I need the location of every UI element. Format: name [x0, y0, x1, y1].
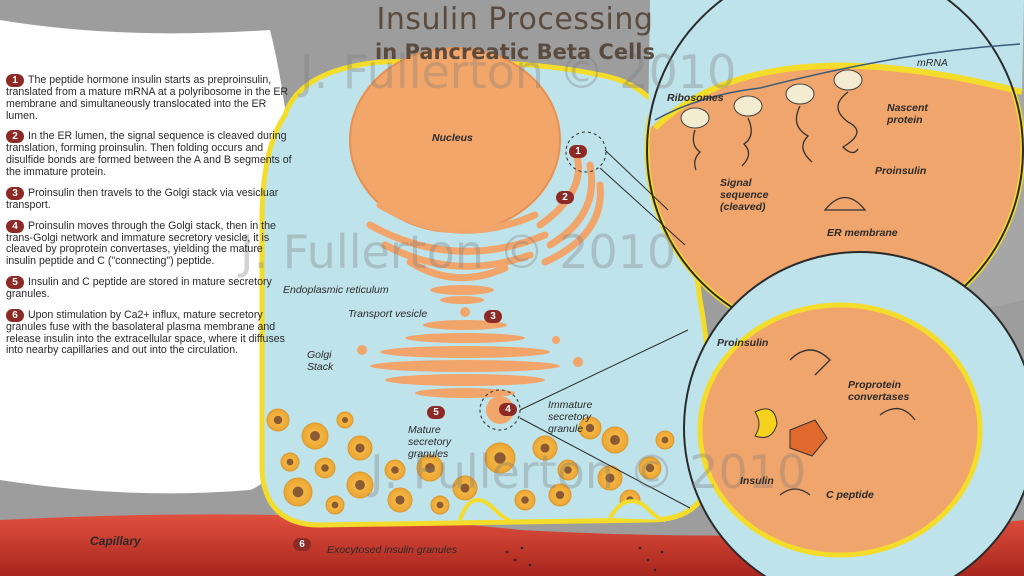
- granule-core: [521, 496, 529, 504]
- step-number: 2: [6, 130, 24, 144]
- granule-core: [425, 463, 435, 473]
- granule-core: [310, 431, 320, 441]
- step-number: 1: [6, 74, 24, 87]
- granule-core: [286, 458, 294, 466]
- label-nascent-1: Nascent: [887, 102, 928, 114]
- exocytosed-dots: [505, 546, 664, 572]
- watermark-bottom: J. Fullerton © 2010: [370, 445, 807, 499]
- label-signal-2: sequence: [720, 189, 769, 201]
- label-proinsulin-bottom: Proinsulin: [717, 337, 769, 349]
- label-er: Endoplasmic reticulum: [283, 284, 389, 296]
- transport-vesicle: [460, 307, 470, 317]
- mature-secretory-granules: [266, 408, 675, 515]
- badge-5: 5: [427, 406, 445, 419]
- label-nucleus: Nucleus: [432, 132, 473, 144]
- label-proinsulin-top: Proinsulin: [875, 165, 927, 177]
- granule-core: [661, 436, 669, 444]
- label-exocytosed: Exocytosed insulin granules: [327, 544, 458, 556]
- label-proprotein-1: Proprotein: [848, 379, 902, 391]
- label-mature-3: granules: [408, 448, 449, 460]
- granule-core: [540, 443, 550, 453]
- label-er-membrane: ER membrane: [827, 227, 898, 239]
- step-text: Insulin and C peptide are stored in matu…: [6, 275, 272, 300]
- page-title: Insulin Processing: [376, 2, 654, 37]
- ribosome-group: [654, 43, 1021, 129]
- watermark-middle: J. Fullerton © 2010: [240, 225, 677, 279]
- label-signal-3: (cleaved): [720, 201, 766, 213]
- granule-core: [564, 466, 572, 474]
- label-c-peptide: C peptide: [826, 489, 874, 501]
- left-text-panel: [0, 20, 300, 494]
- watermark-top: J. Fullerton © 2010: [300, 45, 737, 99]
- granule-core: [292, 486, 304, 498]
- granule-core: [341, 416, 349, 424]
- granule-core: [273, 415, 283, 425]
- granule-core: [605, 473, 615, 483]
- badge-1: 1: [569, 145, 587, 158]
- granule-core: [585, 423, 595, 433]
- label-insulin: Insulin: [740, 475, 774, 487]
- label-capillary: Capillary: [90, 534, 141, 548]
- step-number: 4: [6, 219, 24, 233]
- step-text: In the ER lumen, the signal sequence is …: [6, 130, 292, 178]
- page-subtitle: in Pancreatic Beta Cells: [375, 40, 655, 64]
- label-ribosomes: Ribosomes: [667, 92, 724, 104]
- label-signal-1: Signal: [720, 177, 752, 189]
- granule-core: [391, 466, 399, 474]
- badge-2: 2: [556, 191, 574, 204]
- granule-core: [555, 490, 565, 500]
- granule-core: [395, 495, 405, 505]
- label-proprotein-2: convertases: [848, 391, 910, 403]
- granule-core: [610, 435, 620, 445]
- granule-core: [355, 480, 365, 490]
- badge-4: 4: [499, 403, 517, 416]
- granule-core: [494, 452, 506, 464]
- label-immature-1: Immature: [548, 399, 593, 411]
- label-mature-1: Mature: [408, 424, 441, 436]
- step-number: 6: [6, 308, 24, 322]
- label-immature-3: granule: [548, 423, 584, 435]
- badge-6: 6: [293, 538, 311, 551]
- granule-core: [321, 464, 329, 472]
- badge-3: 3: [484, 310, 502, 323]
- granule-core: [460, 483, 470, 493]
- step-number: 3: [6, 186, 24, 200]
- label-mrna: mRNA: [917, 57, 948, 69]
- step-text: The peptide hormone insulin starts as pr…: [6, 74, 289, 122]
- step-number: 5: [6, 275, 24, 289]
- label-transport-vesicle: Transport vesicle: [348, 308, 428, 320]
- step-text: Proinsulin then travels to the Golgi sta…: [6, 186, 279, 211]
- label-nascent-2: protein: [887, 114, 923, 126]
- label-golgi-2: Stack: [307, 361, 334, 373]
- label-mature-2: secretory: [408, 436, 452, 448]
- golgi-stack: [357, 320, 583, 398]
- granule-core: [645, 463, 655, 473]
- step-text: Proinsulin moves through the Golgi stack…: [6, 219, 276, 268]
- label-immature-2: secretory: [548, 411, 592, 423]
- granule-core: [331, 501, 339, 509]
- label-golgi-1: Golgi: [307, 349, 332, 361]
- granule-core: [355, 443, 365, 453]
- granule-core: [436, 501, 444, 509]
- step-text: Upon stimulation by Ca2+ influx, mature …: [6, 308, 285, 357]
